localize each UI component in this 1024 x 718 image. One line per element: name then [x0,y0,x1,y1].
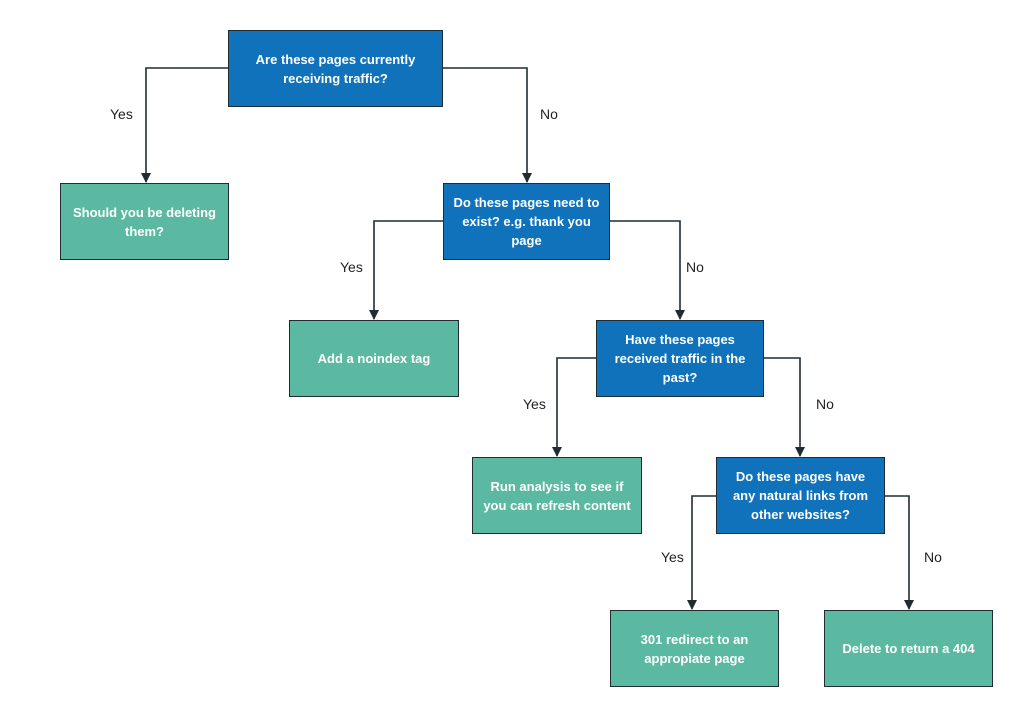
edge-label-q1-yes: Yes [110,106,133,122]
edge-label-q4-no: No [924,549,942,565]
connector-q2-yes [369,220,443,320]
outcome-301-redirect: 301 redirect to an appropiate page [610,610,779,687]
outcome-add-noindex-tag: Add a noindex tag [289,320,459,397]
outcome-delete-404: Delete to return a 404 [824,610,993,687]
outcome-should-you-be-deleting: Should you be deleting them? [60,183,229,260]
connector-q1-yes [141,67,228,183]
decision-currently-receiving-traffic: Are these pages currently receiving traf… [228,30,443,107]
decision-natural-links: Do these pages have any natural links fr… [716,457,885,534]
edge-label-q4-yes: Yes [661,549,684,565]
edge-label-q1-no: No [540,106,558,122]
connector-q3-no [764,357,805,457]
connector-q4-no [885,495,914,610]
edge-label-q3-no: No [816,396,834,412]
decision-pages-need-to-exist: Do these pages need to exist? e.g. thank… [443,183,610,260]
connector-q3-yes [552,357,596,457]
decision-received-traffic-in-past: Have these pages received traffic in the… [596,320,764,397]
connector-q1-no [443,67,532,183]
outcome-run-analysis: Run analysis to see if you can refresh c… [472,457,642,534]
connector-q4-yes [687,495,716,610]
connector-q2-no [610,220,685,320]
edge-label-q2-no: No [686,259,704,275]
edge-label-q3-yes: Yes [523,396,546,412]
edge-label-q2-yes: Yes [340,259,363,275]
